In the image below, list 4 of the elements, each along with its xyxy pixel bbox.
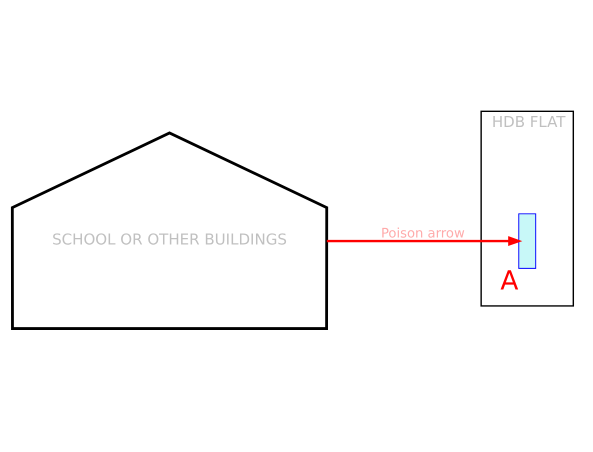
node-box <box>518 212 536 268</box>
arrow <box>326 236 522 246</box>
edge-label: Poison arrow <box>380 226 465 242</box>
node-label: A <box>500 266 518 296</box>
